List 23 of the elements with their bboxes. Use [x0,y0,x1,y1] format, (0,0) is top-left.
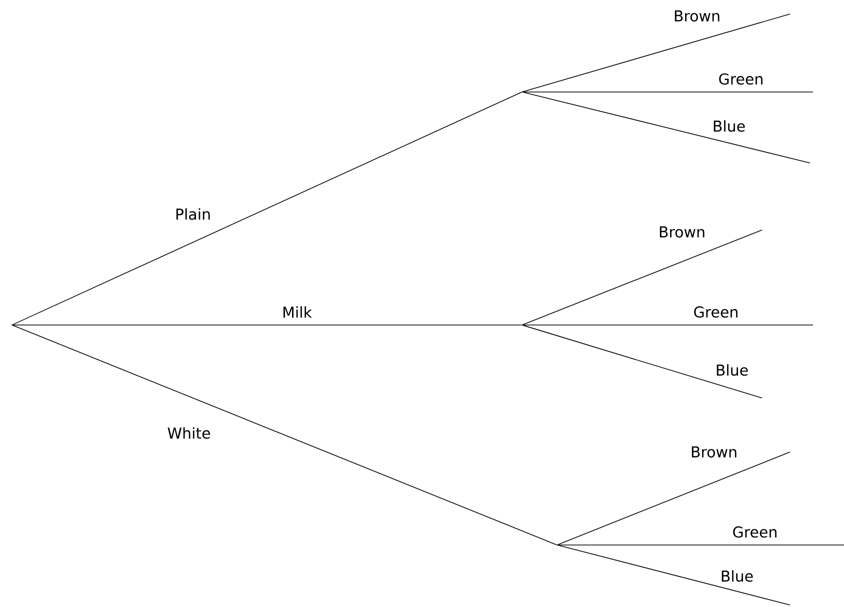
edge-label: Brown [672,9,722,23]
edge-label: White [166,426,212,440]
branch-line [522,230,762,326]
edge-label: Green [731,525,779,539]
edge-label: Milk [281,305,313,319]
branch-line [12,324,557,546]
branch-line [522,324,814,326]
branch-line [557,544,844,546]
edge-label: Blue [711,119,747,133]
edge-label: Plain [174,207,212,221]
branch-line [522,92,810,164]
edge-label: Blue [719,569,755,583]
edge-label: Brown [657,225,707,239]
branch-line [557,452,790,546]
edge-label: Green [717,72,765,86]
edge-label: Blue [714,363,750,377]
branch-line [12,324,522,326]
edge-label: Brown [689,445,739,459]
edge-label: Green [692,305,740,319]
branch-line [522,14,790,92]
branch-line [12,92,522,326]
branch-line [522,324,762,398]
branch-line [557,544,790,606]
